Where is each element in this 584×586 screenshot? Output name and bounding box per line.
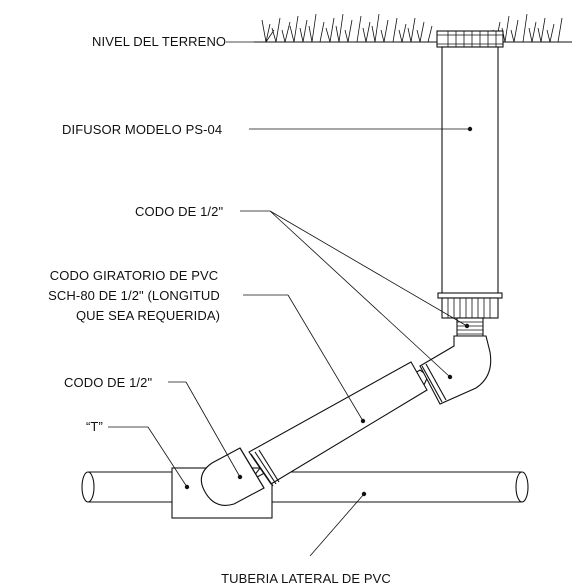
ground-level bbox=[254, 13, 572, 43]
swivel-pipe bbox=[248, 361, 429, 487]
leader-lines bbox=[108, 41, 470, 557]
lateral-pipe bbox=[81, 471, 529, 503]
label-diffuser: DIFUSOR MODELO PS-04 bbox=[62, 122, 222, 137]
label-elbow-bottom: CODO DE 1/2" bbox=[64, 375, 152, 390]
elbow-top bbox=[419, 335, 492, 405]
label-swivel-line1: CODO GIRATORIO DE PVC bbox=[50, 268, 218, 283]
label-tee: “T” bbox=[86, 419, 103, 434]
elbow-bottom bbox=[200, 447, 265, 506]
label-swivel-line2: SCH-80 DE 1/2" (LONGITUD bbox=[48, 288, 220, 303]
label-swivel-line3: QUE SEA REQUERIDA) bbox=[76, 308, 220, 323]
label-elbow-top: CODO DE 1/2" bbox=[135, 204, 223, 219]
grass-tufts bbox=[261, 13, 563, 43]
label-lateral-pipe: TUBERIA LATERAL DE PVC bbox=[221, 571, 391, 586]
label-ground-level: NIVEL DEL TERRENO bbox=[92, 34, 226, 49]
diffuser-body bbox=[437, 46, 503, 337]
pointer-dots bbox=[184, 126, 473, 497]
diffuser-cap bbox=[436, 30, 504, 48]
